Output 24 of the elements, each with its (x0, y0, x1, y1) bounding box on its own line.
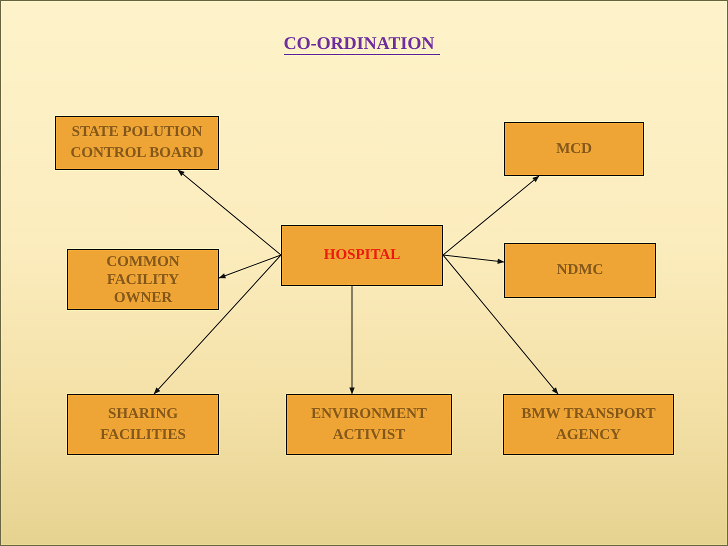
arrow (442, 254, 558, 394)
process-box (281, 225, 443, 286)
box-label: MCD (556, 140, 592, 158)
box-label: NDMC (556, 261, 604, 280)
box-label: STATE POLUTION CONTROL BOARD (70, 123, 204, 163)
arrow (178, 170, 282, 256)
process-box (67, 249, 219, 310)
process-box (504, 243, 656, 298)
box-label: COMMON FACILITY OWNER (105, 252, 181, 306)
process-box (55, 116, 219, 170)
box-label: ENVIRONMENT ACTIVIST (310, 404, 428, 444)
process-box (286, 394, 452, 455)
arrow (442, 176, 540, 256)
process-box (67, 394, 219, 455)
box-label: BMW TRANSPORT AGENCY (520, 404, 657, 444)
arrow (218, 254, 282, 278)
box-label: HOSPITAL (324, 246, 400, 265)
arrow (349, 286, 355, 394)
box-label: SHARING FACILITIES (99, 404, 187, 444)
process-box (504, 122, 644, 176)
slide-title: CO-ORDINATION (284, 33, 440, 55)
arrow (154, 254, 282, 394)
process-box (503, 394, 674, 455)
arrow (442, 254, 504, 264)
